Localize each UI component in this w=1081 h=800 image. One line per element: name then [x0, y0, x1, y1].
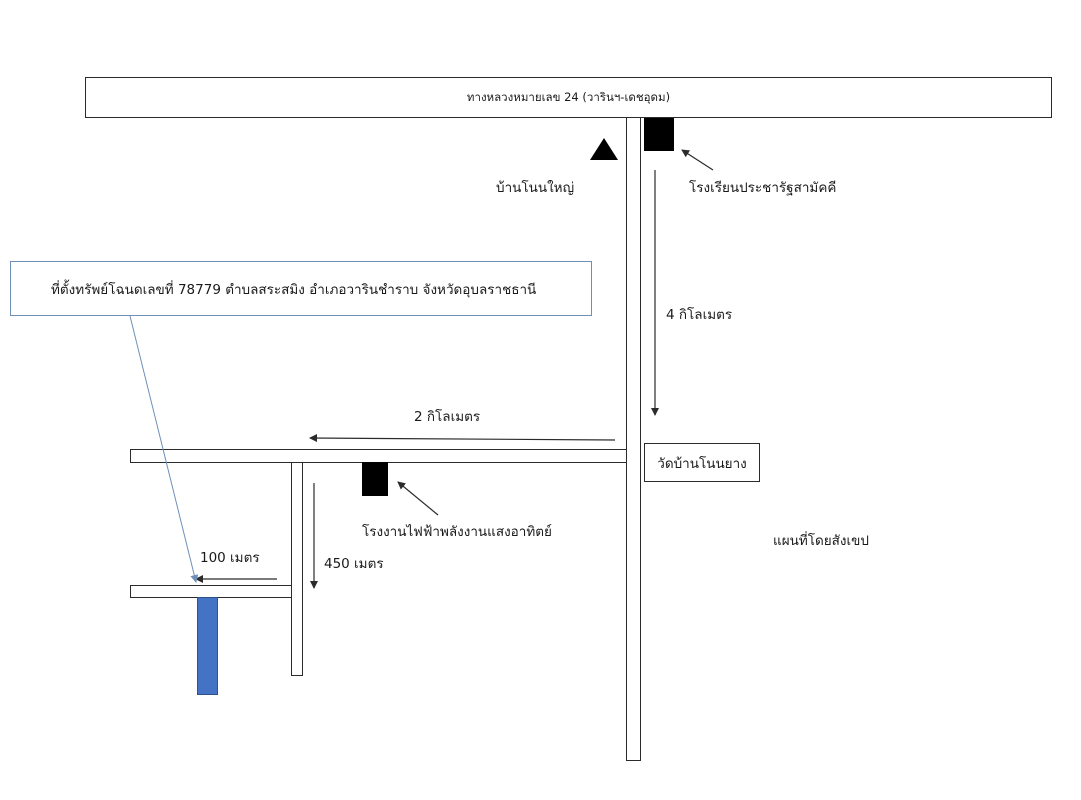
distance-4km-label: 4 กิโลเมตร — [666, 307, 733, 323]
sketch-note: แผนที่โดยสังเขป — [773, 533, 869, 549]
property-callout-text: ที่ตั้งทรัพย์โฉนดเลขที่ 78779 ตำบลสระสมิ… — [51, 281, 537, 298]
solar-plant-label: โรงงานไฟฟ้าพลังงานแสงอาทิตย์ — [362, 524, 552, 540]
branch-road-west — [130, 449, 627, 463]
distance-100m-label: 100 เมตร — [200, 550, 260, 566]
highway-24: ทางหลวงหมายเลข 24 (วารินฯ-เดชอุดม) — [85, 77, 1052, 118]
main-vertical-road — [626, 117, 641, 761]
temple-label: วัดบ้านโนนยาง — [657, 455, 747, 472]
school-label: โรงเรียนประชารัฐสามัคคี — [689, 180, 837, 196]
distance-2km-label: 2 กิโลเมตร — [414, 409, 481, 425]
property-plot — [197, 597, 218, 695]
solar-plant-marker-icon — [362, 462, 388, 496]
solar-pointer-arrow — [397, 481, 439, 516]
temple-box: วัดบ้านโนนยาง — [644, 443, 760, 482]
distance-450m-label: 450 เมตร — [324, 556, 384, 572]
highway-label: ทางหลวงหมายเลข 24 (วารินฯ-เดชอุดม) — [466, 89, 671, 104]
property-callout-box: ที่ตั้งทรัพย์โฉนดเลขที่ 78779 ตำบลสระสมิ… — [10, 261, 592, 316]
school-marker-icon — [644, 118, 674, 151]
school-pointer-arrow — [681, 149, 714, 171]
village-label: บ้านโนนใหญ่ — [496, 180, 575, 196]
branch-road-south — [291, 462, 303, 676]
arrow-2km — [309, 434, 616, 443]
triangle-icon — [590, 138, 618, 160]
